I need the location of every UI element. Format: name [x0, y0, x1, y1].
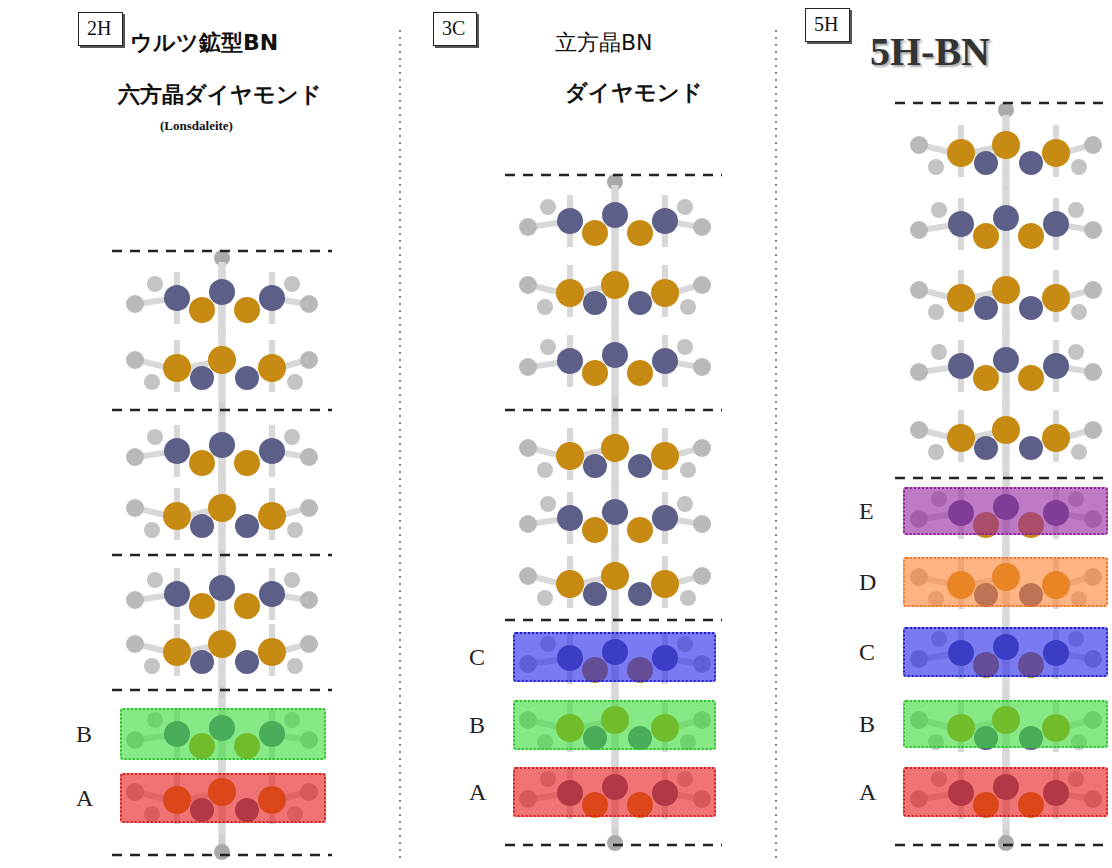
layer-letter: D [859, 570, 876, 594]
polytype-tag: 5H [805, 8, 850, 42]
polytype-tag: 3C [433, 12, 477, 46]
polytype-tag: 2H [78, 12, 123, 46]
polytype-label: 5H [814, 12, 841, 36]
polytype-label: 3C [442, 16, 468, 40]
layer-band: E [903, 487, 1108, 535]
structure-name: ダイヤモンド [565, 80, 703, 106]
layer-band: A [513, 767, 716, 817]
layer-band: B [513, 700, 716, 750]
layer-band: A [120, 773, 326, 823]
layer-band: C [903, 627, 1108, 677]
layer-letter: B [859, 712, 875, 736]
layer-band: D [903, 557, 1108, 607]
layer-letter: C [469, 645, 485, 669]
layer-band: A [903, 767, 1108, 817]
structure-name: 六方晶ダイヤモンド [118, 82, 322, 108]
layer-band: C [513, 632, 716, 682]
layer-letter: B [76, 722, 92, 746]
structure-name: ウルツ鉱型BN [130, 30, 278, 56]
layer-letter: A [859, 780, 876, 804]
layer-letter: E [859, 499, 874, 523]
layer-letter: B [469, 713, 485, 737]
structure-name: (Lonsdaleite) [160, 118, 233, 134]
structure-title: 5H-BN [870, 28, 990, 76]
layer-band: B [120, 708, 326, 760]
layer-letter: A [469, 780, 486, 804]
layer-letter: C [859, 640, 875, 664]
layer-band: B [903, 700, 1108, 748]
structure-name: 立方晶BN [555, 30, 653, 56]
layer-letter: A [76, 786, 93, 810]
polytype-label: 2H [87, 16, 114, 40]
